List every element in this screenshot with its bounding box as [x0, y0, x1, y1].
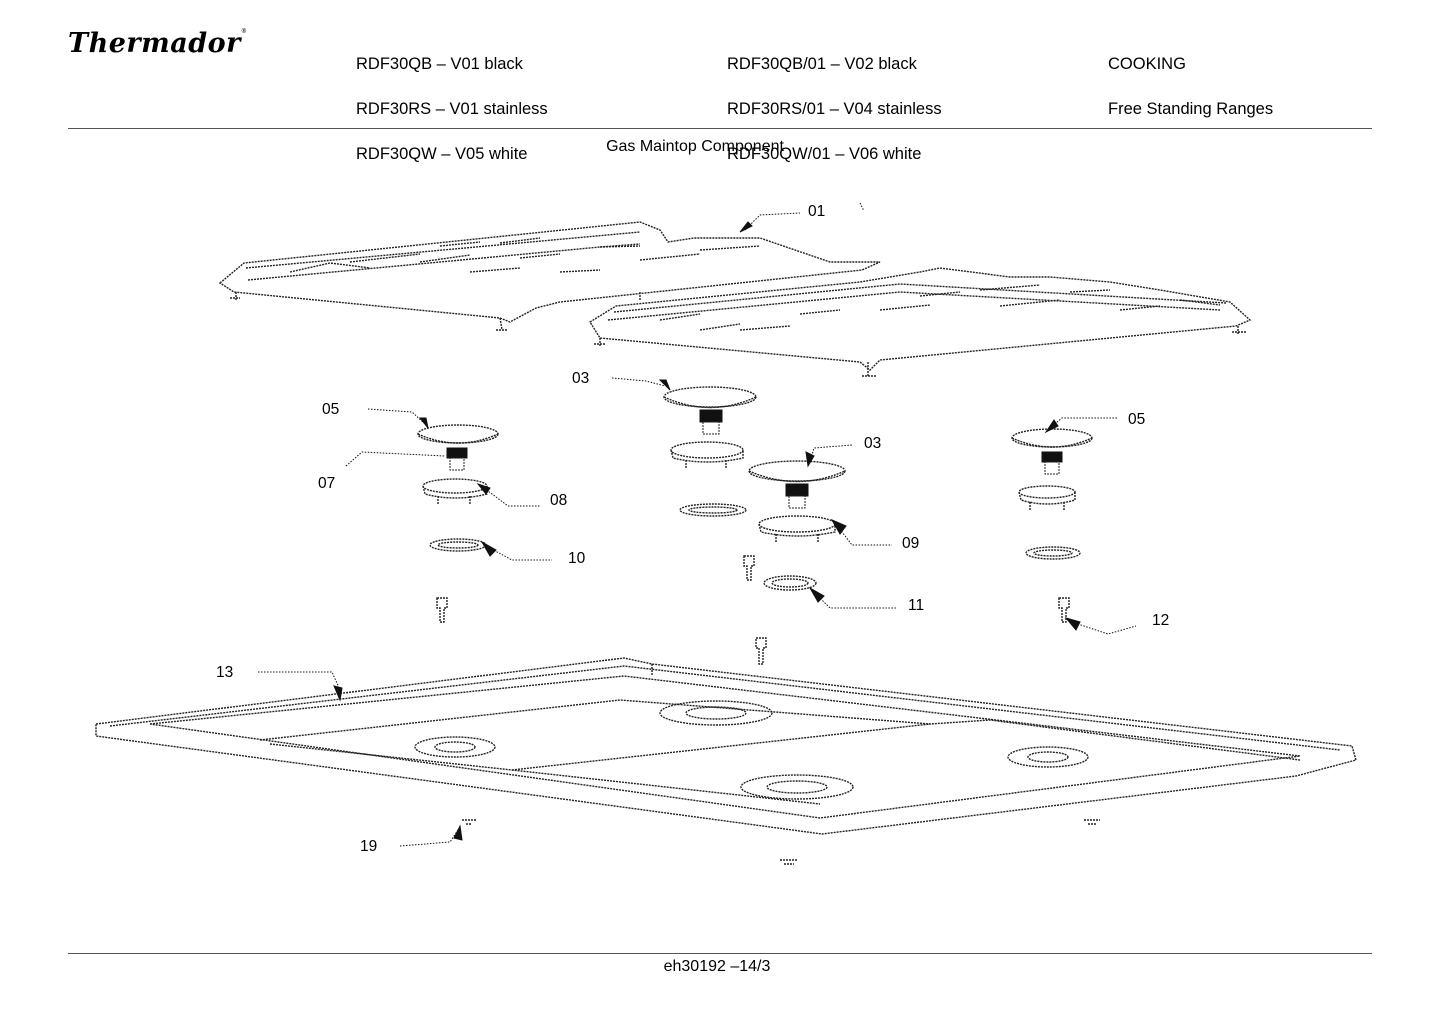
callout-08: 08: [550, 492, 567, 509]
burner-stem-base-left: [449, 457, 465, 471]
ring-right: [1025, 546, 1081, 560]
burner-cap-center-rear: [663, 386, 757, 409]
tray-burner-right: [1007, 746, 1089, 768]
model-line: RDF30QW – V05 white: [356, 145, 528, 163]
arrow-12: [1064, 617, 1081, 631]
diagram-title: Gas Maintop Component: [606, 138, 784, 155]
callout-12: 12: [1152, 612, 1169, 629]
burner-stem-center-front: [785, 483, 809, 497]
maintop-tray: [95, 657, 1357, 835]
burner-stem-left: [446, 447, 468, 459]
leader-01: [744, 212, 801, 231]
callout-05b: 05: [1128, 411, 1145, 428]
leader-03a: [611, 377, 666, 387]
model-line: RDF30QB/01 – V02 black: [727, 55, 917, 73]
ring-left: [429, 538, 487, 552]
arrow-01: [739, 221, 753, 233]
leader-12: [1071, 621, 1137, 635]
burner-cap-center-front: [748, 460, 846, 483]
models-column-2: RDF30QB/01 – V02 black RDF30RS/01 – V04 …: [727, 27, 942, 177]
leader-05b: [1049, 417, 1118, 429]
tray-burner-left: [414, 736, 496, 758]
leader-13: [258, 671, 341, 691]
fastener-right: [1084, 819, 1100, 825]
model-line: RDF30QW/01 – V06 white: [727, 145, 922, 163]
callout-11: 11: [908, 597, 924, 614]
model-line: RDF30RS/01 – V04 stainless: [727, 100, 942, 118]
callout-07: 07: [318, 475, 335, 492]
arrow-19: [453, 824, 463, 841]
burner-cap-left: [417, 424, 499, 444]
brand-name: Thermador: [68, 28, 241, 59]
leader-11: [813, 591, 896, 609]
leader-03b: [809, 444, 853, 463]
burner-head-right: [1018, 485, 1076, 510]
stray-mark: [859, 202, 865, 212]
document-reference: eh30192 –14/3: [663, 958, 771, 975]
orifice-center-rear: [743, 555, 755, 581]
orifice-left: [436, 597, 448, 623]
callout-13: 13: [216, 664, 233, 681]
arrow-05b: [1044, 419, 1059, 434]
arrow-10: [480, 540, 497, 557]
leader-10: [485, 545, 552, 561]
fastener-left: [462, 819, 476, 825]
arrow-13: [333, 685, 343, 702]
leader-07: [345, 451, 446, 467]
burner-stem-center-rear: [699, 409, 723, 423]
footer-divider: [68, 953, 1372, 954]
model-line: RDF30RS – V01 stainless: [356, 100, 548, 118]
tray-burner-front-center: [740, 774, 854, 800]
burner-stem-base-center-front: [788, 495, 806, 509]
callout-19: 19: [360, 838, 377, 855]
ring-center-front: [763, 575, 817, 591]
brand-logo: Thermador®: [68, 28, 247, 59]
burner-head-center-rear: [670, 441, 744, 468]
model-line: RDF30QB – V01 black: [356, 55, 523, 73]
arrow-03b: [805, 451, 815, 468]
arrow-09: [830, 518, 847, 535]
orifice-center-front: [755, 637, 767, 665]
burner-stem-right: [1041, 451, 1063, 463]
arrow-05a: [418, 417, 429, 429]
callout-03a: 03: [572, 370, 589, 387]
ring-center-rear: [679, 503, 747, 517]
burner-head-center-front: [758, 515, 836, 542]
tray-burner-rear-center: [659, 700, 773, 726]
burner-head-left: [422, 478, 488, 504]
arrow-11: [808, 586, 825, 603]
leader-08: [483, 487, 540, 507]
callout-09: 09: [902, 535, 919, 552]
registered-mark: ®: [240, 28, 248, 35]
callout-01: 01: [808, 203, 825, 220]
category-line: Free Standing Ranges: [1108, 100, 1274, 118]
burner-cap-right: [1011, 428, 1093, 448]
orifice-right: [1058, 597, 1070, 623]
grate-right: [589, 267, 1252, 377]
category-block: COOKING Free Standing Ranges: [1108, 27, 1273, 132]
callout-10: 10: [568, 550, 586, 567]
arrow-08: [476, 482, 491, 495]
arrow-03a: [658, 379, 671, 391]
grate-left: [218, 221, 881, 331]
burner-stem-base-center-rear: [702, 421, 720, 435]
callout-05a: 05: [322, 401, 339, 418]
models-column-1: RDF30QB – V01 black RDF30RS – V01 stainl…: [356, 27, 548, 177]
header-divider: [68, 128, 1372, 129]
category-line: COOKING: [1108, 55, 1186, 73]
fastener-front: [780, 859, 798, 865]
callout-03b: 03: [864, 435, 881, 452]
burner-stem-base-right: [1044, 461, 1060, 475]
leader-19: [399, 829, 459, 847]
leader-05a: [367, 408, 426, 425]
